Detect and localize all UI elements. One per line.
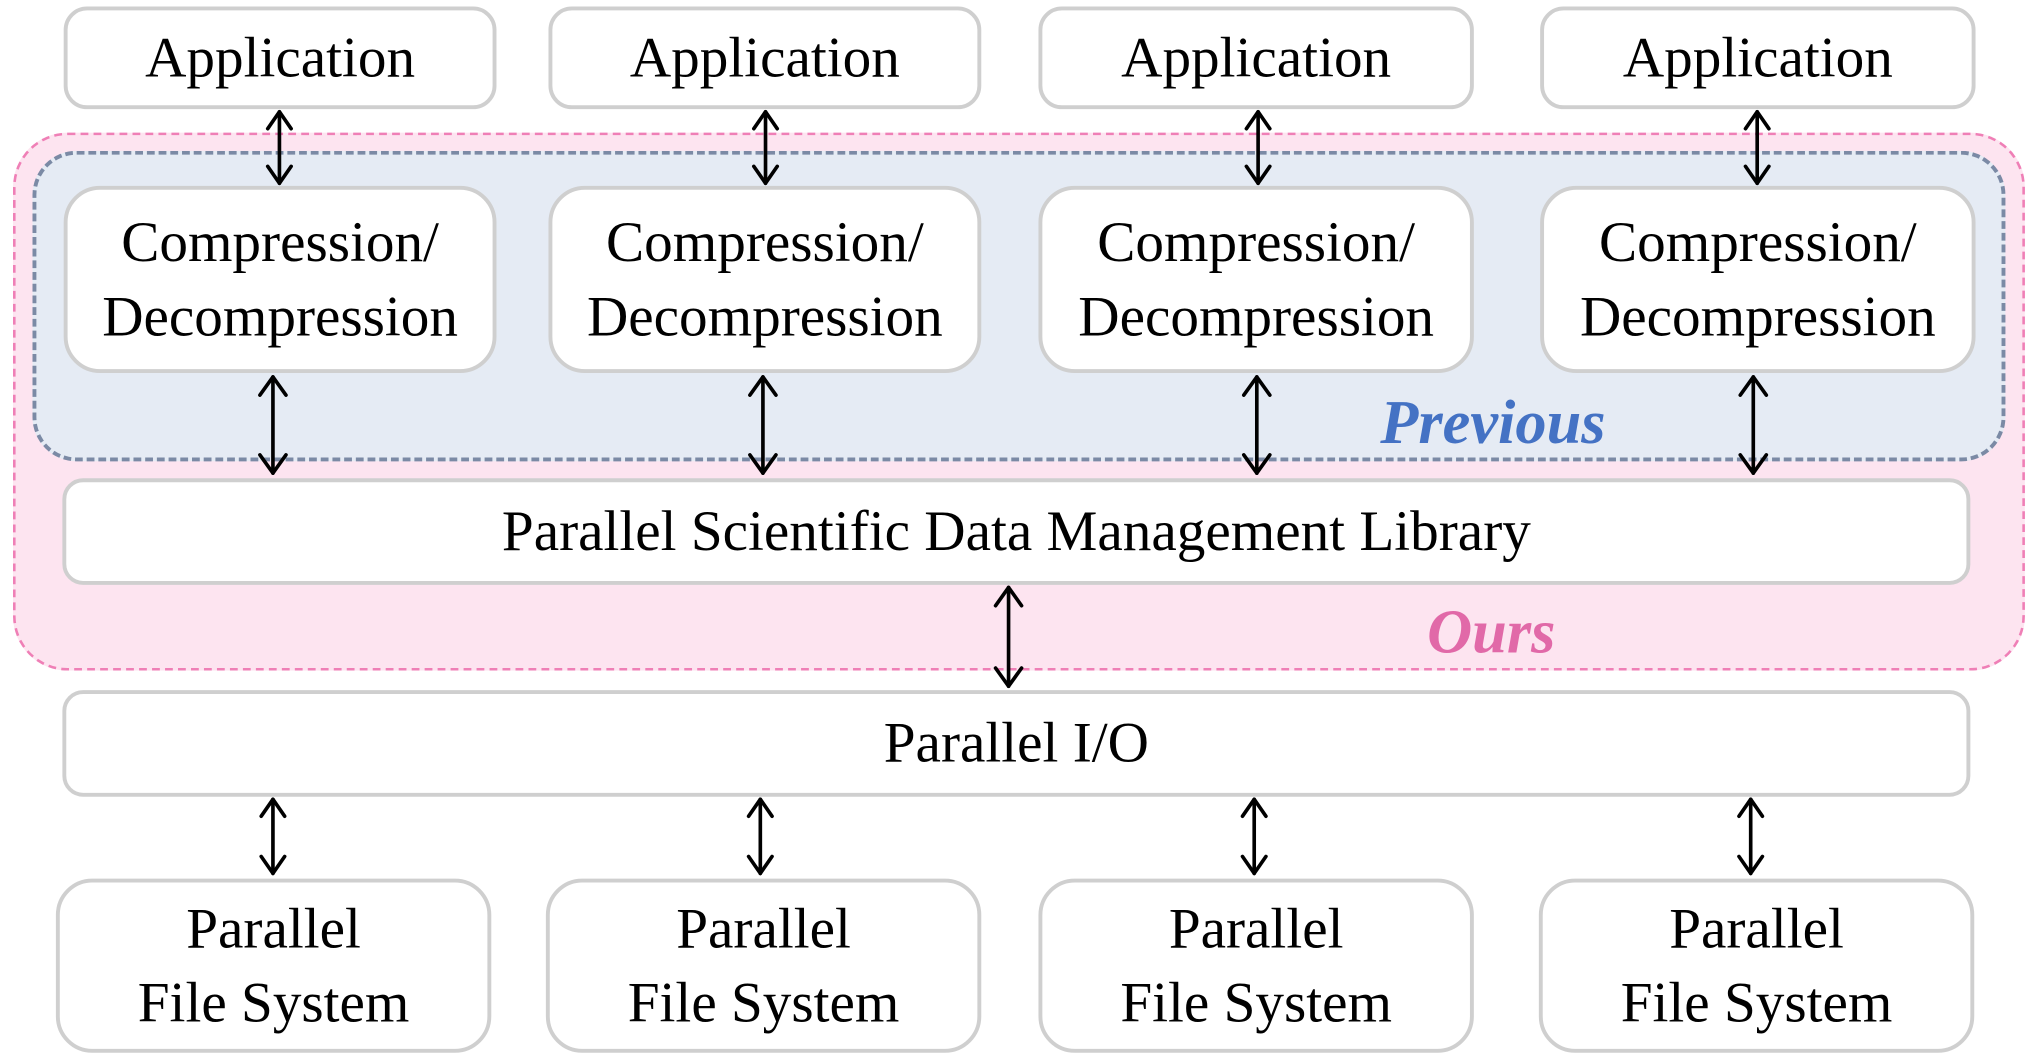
file-system-box: Parallel File System [1538, 878, 1975, 1053]
library-label: Parallel Scientific Data Management Libr… [501, 499, 1531, 564]
file-system-line: File System [627, 970, 900, 1035]
application-label: Application [1121, 25, 1392, 90]
application-box: Application [548, 6, 982, 110]
decompression-line: Decompression [586, 284, 943, 349]
bidirectional-arrow-icon [1240, 797, 1268, 876]
bidirectional-arrow-icon [993, 585, 1024, 689]
bidirectional-arrow-icon [1241, 375, 1272, 475]
file-system-line: File System [137, 970, 410, 1035]
compression-line: Compression/ [1598, 210, 1917, 274]
bidirectional-arrow-icon [752, 109, 780, 186]
compression-box: Compression/ Decompression [63, 185, 497, 374]
application-label: Application [1622, 25, 1893, 90]
file-system-line: Parallel [186, 896, 361, 961]
data-management-library-box: Parallel Scientific Data Management Libr… [62, 478, 1971, 585]
parallel-io-box: Parallel I/O [62, 690, 1971, 797]
file-system-box: Parallel File System [545, 878, 982, 1053]
bidirectional-arrow-icon [1244, 109, 1272, 186]
file-system-line: Parallel [1669, 896, 1844, 961]
decompression-line: Decompression [1579, 284, 1936, 349]
application-label: Application [145, 25, 416, 90]
compression-line: Compression/ [1097, 210, 1416, 274]
application-label: Application [629, 25, 900, 90]
file-system-line: File System [1620, 970, 1893, 1035]
compression-box: Compression/ Decompression [548, 185, 982, 374]
bidirectional-arrow-icon [1738, 375, 1769, 475]
decompression-line: Decompression [1078, 284, 1435, 349]
application-box: Application [1038, 6, 1474, 110]
file-system-box: Parallel File System [1038, 878, 1474, 1053]
compression-line: Compression/ [606, 210, 924, 274]
bidirectional-arrow-icon [748, 375, 778, 475]
previous-label: Previous [1380, 388, 1606, 458]
ours-label: Ours [1427, 597, 1556, 667]
bidirectional-arrow-icon [258, 375, 288, 475]
compression-box: Compression/ Decompression [1540, 185, 1976, 374]
bidirectional-arrow-icon [265, 109, 293, 186]
bidirectional-arrow-icon [259, 797, 287, 876]
bidirectional-arrow-icon [1737, 797, 1765, 876]
bidirectional-arrow-icon [746, 797, 774, 876]
bidirectional-arrow-icon [1743, 109, 1771, 186]
file-system-box: Parallel File System [55, 878, 492, 1053]
file-system-line: Parallel [676, 896, 851, 961]
application-box: Application [1540, 6, 1976, 110]
file-system-line: File System [1120, 970, 1392, 1035]
compression-box: Compression/ Decompression [1038, 185, 1474, 374]
parallel-io-label: Parallel I/O [883, 711, 1149, 776]
compression-line: Compression/ [121, 210, 439, 274]
decompression-line: Decompression [102, 284, 458, 349]
file-system-line: Parallel [1168, 896, 1344, 961]
application-box: Application [63, 6, 497, 110]
